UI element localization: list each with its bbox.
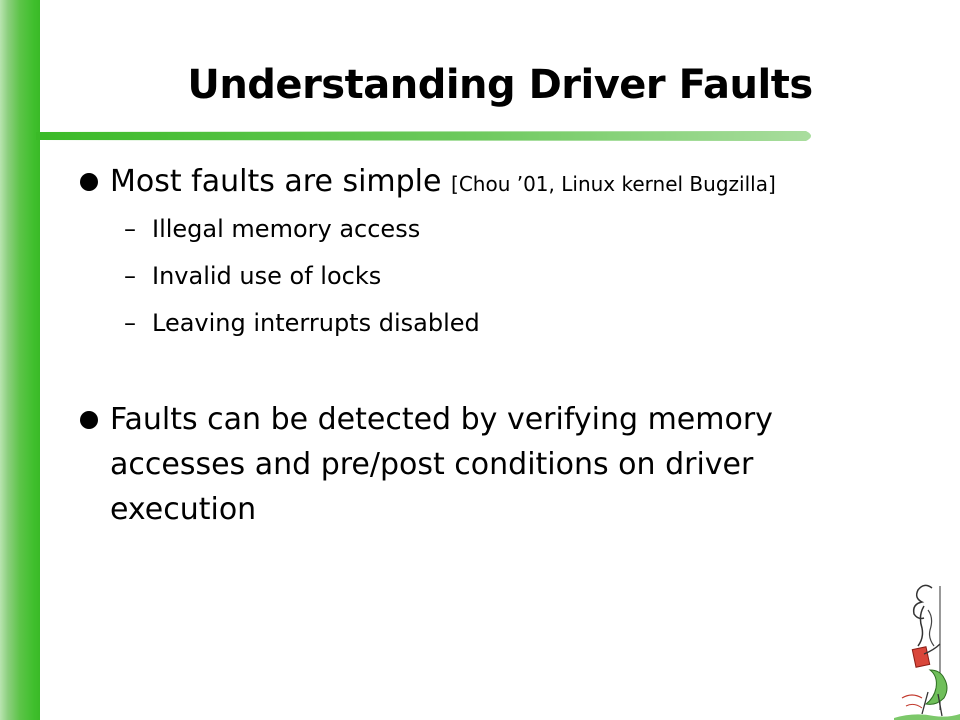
sub-bullet-dash-1: –: [124, 215, 136, 243]
sub-bullet-dash-3: –: [124, 309, 136, 337]
bullet-2-line-1: Faults can be detected by verifying memo…: [110, 402, 773, 437]
slide-title: Understanding Driver Faults: [187, 62, 813, 108]
bullet-1-text: Most faults are simple [Chou ’01, Linux …: [110, 164, 776, 199]
cartoon-character-illustration-icon: [894, 584, 960, 720]
bullet-2-line-2: accesses and pre/post conditions on driv…: [110, 447, 754, 482]
bullet-1: [80, 173, 98, 191]
title-underline: [36, 131, 811, 141]
bullet-2-line-3: execution: [110, 492, 257, 527]
bullet-dot-icon: [80, 173, 98, 191]
left-accent-bar: [0, 0, 40, 720]
sub-bullet-dash-2: –: [124, 262, 136, 290]
bullet-dot-icon: [80, 411, 98, 429]
sub-item-2: Invalid use of locks: [152, 262, 382, 290]
citation: [Chou ’01, Linux kernel Bugzilla]: [451, 172, 776, 196]
bullet-2: [80, 411, 98, 429]
sub-item-1: Illegal memory access: [152, 215, 421, 243]
bullet-1-main-text: Most faults are simple: [110, 164, 452, 199]
sub-item-3: Leaving interrupts disabled: [152, 309, 480, 337]
